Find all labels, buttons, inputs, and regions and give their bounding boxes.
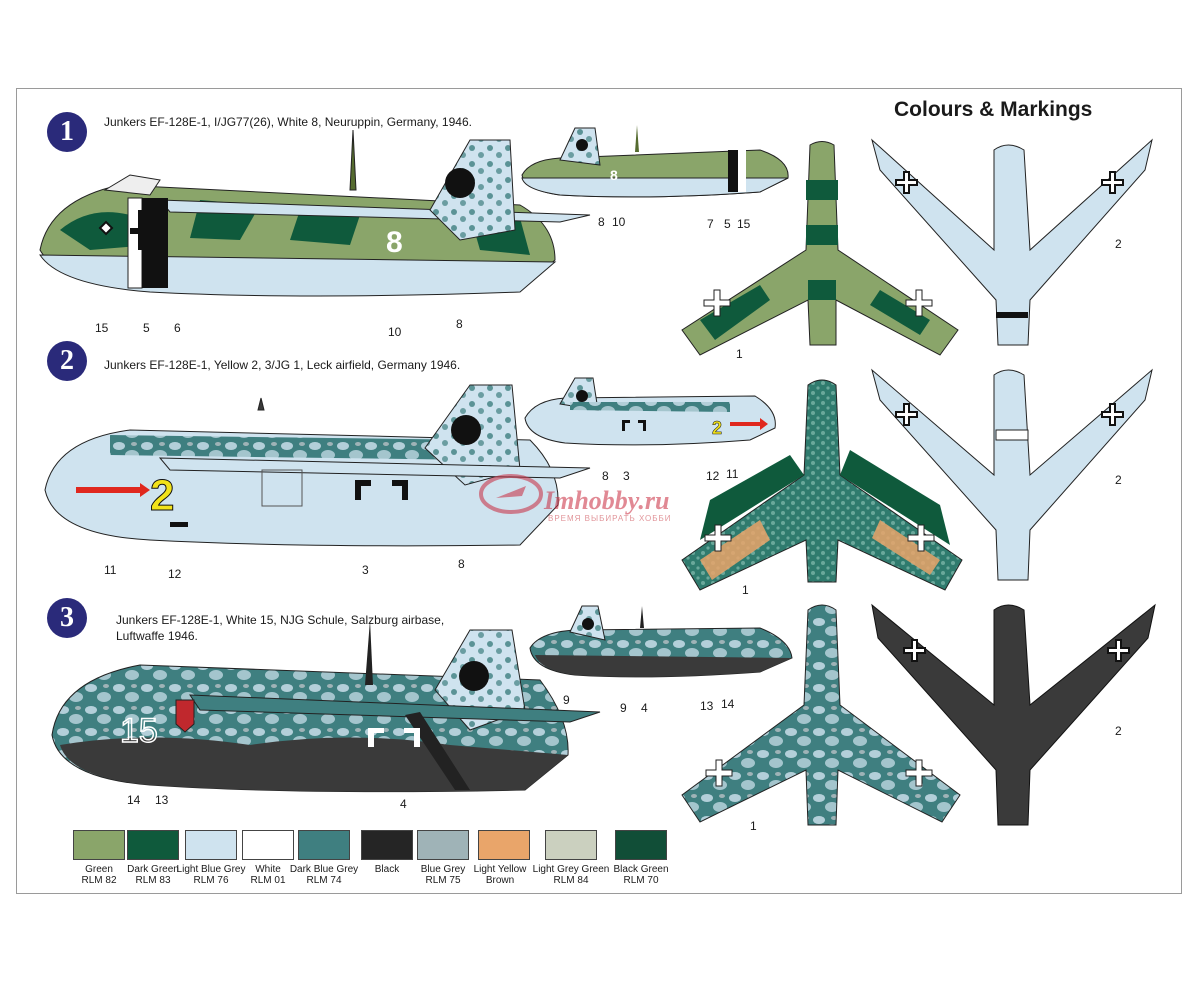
- callout: 13: [155, 793, 169, 807]
- scheme-2-badge: 2: [47, 341, 87, 381]
- callout: 14: [721, 697, 735, 711]
- scheme-3-bottom-view: 2: [871, 603, 1156, 826]
- swatch-rlm01: [242, 830, 294, 860]
- scheme-3-small-side-view: 9 4 13 14: [529, 605, 793, 715]
- svg-text:8: 8: [610, 167, 618, 183]
- swatch-rlm75: [417, 830, 469, 860]
- callout: 1: [742, 583, 749, 597]
- callout: 15: [737, 217, 751, 231]
- callout: 1: [750, 819, 757, 833]
- callout: 11: [104, 563, 117, 577]
- callout: 4: [400, 797, 407, 811]
- callout: 6: [174, 321, 181, 335]
- scheme-3-badge: 3: [47, 598, 87, 638]
- svg-text:2: 2: [712, 418, 722, 438]
- watermark-brand: Imhobby.ru: [544, 486, 670, 515]
- callout: 2: [1115, 237, 1122, 251]
- callout: 11: [726, 467, 739, 481]
- callout: 1: [736, 347, 743, 361]
- callout: 2: [1115, 724, 1122, 738]
- callout: 9: [620, 701, 627, 715]
- swatch-black: [361, 830, 413, 860]
- scheme-1-top-view: 1: [681, 141, 959, 361]
- scheme-1-caption: Junkers EF-128E-1, I/JG77(26), White 8, …: [104, 115, 472, 129]
- scheme-3-code: 15: [120, 712, 158, 750]
- callout: 5: [724, 217, 731, 231]
- scheme-2-small-side-view: 2 8 3 12 11: [524, 377, 776, 483]
- swatch-label: Black: [374, 864, 400, 875]
- callout: 9: [563, 693, 570, 707]
- scheme-1-small-side-view: 8 8 10 7 5 15: [521, 125, 789, 231]
- callout: 7: [707, 217, 714, 231]
- callout: 8: [598, 215, 605, 229]
- callout: 12: [168, 567, 182, 581]
- scheme-2-side-view: 2 11 12 3 8: [44, 384, 591, 581]
- scheme-3-top-view: 1: [681, 604, 961, 833]
- watermark-logo-icon: [479, 474, 543, 514]
- scheme-2-bottom-view: 2: [871, 368, 1153, 581]
- swatch-light-yellow-brown: [478, 830, 530, 860]
- swatch-rlm84: [545, 830, 597, 860]
- callout: 2: [1115, 473, 1122, 487]
- callout: 3: [362, 563, 369, 577]
- scheme-1-badge: 1: [47, 112, 87, 152]
- callout: 10: [612, 215, 626, 229]
- scheme-3-caption-line2: Luftwaffe 1946.: [116, 629, 198, 643]
- callout: 10: [388, 325, 402, 339]
- scheme-1-code: 8: [386, 226, 403, 259]
- scheme-1-bottom-view: 2: [871, 138, 1153, 346]
- swatch-rlm82: [73, 830, 125, 860]
- swatch-rlm83: [127, 830, 179, 860]
- swatch-rlm74: [298, 830, 350, 860]
- scheme-2-caption: Junkers EF-128E-1, Yellow 2, 3/JG 1, Lec…: [104, 358, 461, 372]
- swatch-rlm70: [615, 830, 667, 860]
- swatch-rlm76: [185, 830, 237, 860]
- callout: 5: [143, 321, 150, 335]
- callout: 8: [602, 469, 609, 483]
- callout: 15: [95, 321, 109, 335]
- scheme-3-side-view: 15 14 13 4 9: [51, 620, 601, 811]
- page-title: Colours & Markings: [894, 98, 1093, 121]
- callout: 14: [127, 793, 141, 807]
- callout: 13: [700, 699, 714, 713]
- scheme-3-caption-line1: Junkers EF-128E-1, White 15, NJG Schule,…: [116, 613, 445, 627]
- callout: 3: [623, 469, 630, 483]
- callout: 4: [641, 701, 648, 715]
- watermark-tagline: ВРЕМЯ ВЫБИРАТЬ ХОББИ: [548, 514, 672, 523]
- callout: 8: [456, 317, 463, 331]
- callout: 12: [706, 469, 720, 483]
- scheme-1-side-view: 8 15 5 6 10 8: [39, 129, 591, 339]
- callout: 8: [458, 557, 465, 571]
- scheme-2-top-view: 1: [681, 379, 963, 597]
- scheme-2-code: 2: [150, 471, 174, 520]
